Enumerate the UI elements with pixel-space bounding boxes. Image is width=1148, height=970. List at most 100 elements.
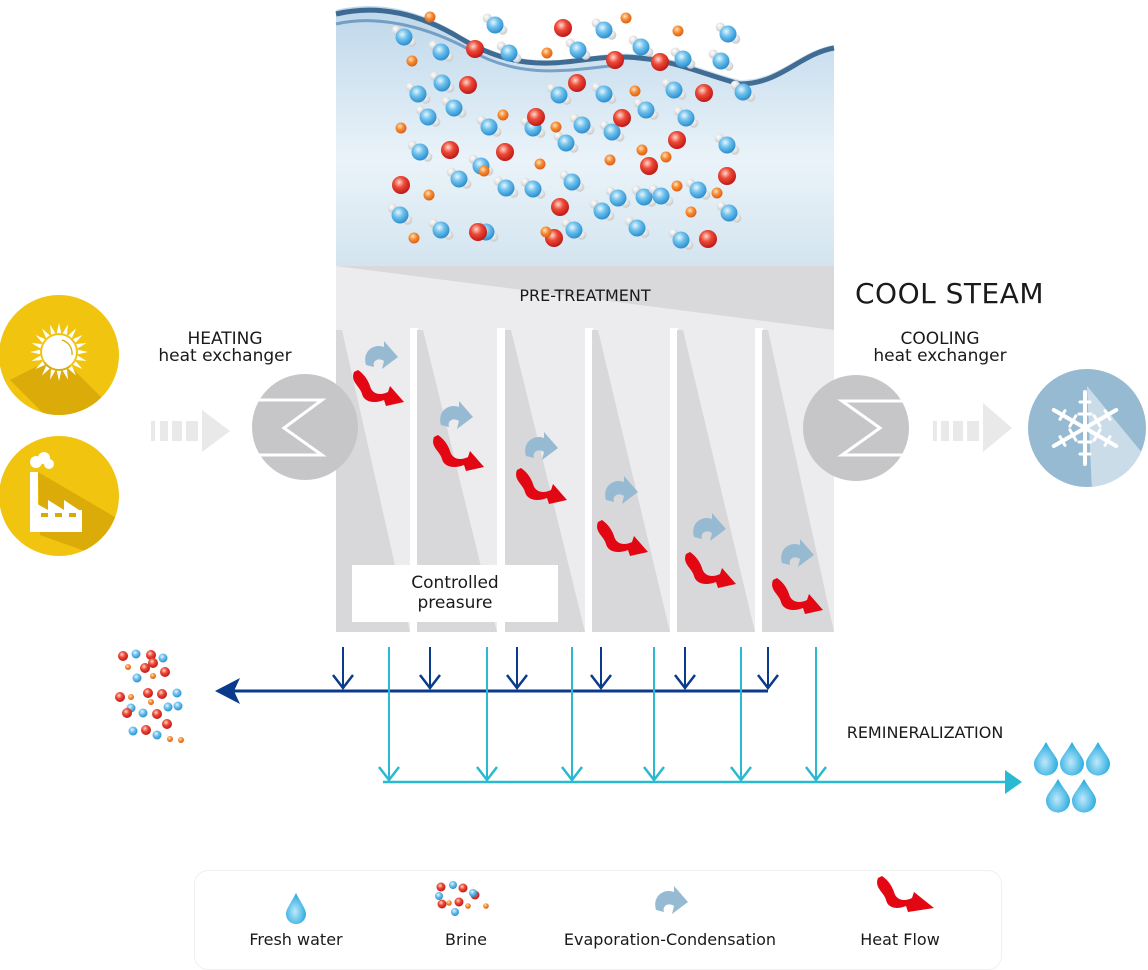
- brine-ion-orange: [478, 165, 490, 177]
- brine-particle-orange: [128, 694, 134, 700]
- brine-ion-red: [613, 109, 631, 127]
- water-molecule: [446, 167, 472, 189]
- water-molecule: [476, 115, 502, 137]
- page-title: COOL STEAM: [855, 277, 1045, 310]
- brine-ion-red: [392, 176, 410, 194]
- water-drop: [1086, 742, 1110, 776]
- controlled-pressure-label: Controlled preasure: [352, 565, 558, 622]
- brine-ion-red: [568, 74, 586, 92]
- water-molecule: [387, 203, 413, 225]
- brine-particle-blue: [152, 730, 162, 740]
- fresh-water-drain-arrowhead: [378, 766, 400, 783]
- brine-particle-red: [437, 899, 447, 909]
- brine-particle-blue: [131, 649, 141, 659]
- factory-icon: [0, 436, 119, 556]
- pressure-line2: preasure: [417, 593, 493, 613]
- snowflake-branch: [1058, 409, 1067, 421]
- sun-ray: [77, 349, 88, 355]
- sun-ray: [56, 323, 62, 334]
- fresh-water-drain-arrowhead: [643, 766, 665, 783]
- brine-ion-orange: [671, 180, 683, 192]
- brine-ion-orange: [660, 151, 672, 163]
- brine-particle-blue: [173, 701, 183, 711]
- snowflake-arm: [1051, 408, 1087, 430]
- brine-particle-blue: [128, 726, 138, 736]
- legend-label-brine: Brine: [445, 930, 487, 949]
- snowflake-branch: [1068, 428, 1078, 442]
- sun-ray: [50, 369, 56, 380]
- brine-particle-red: [115, 692, 125, 702]
- water-molecule: [624, 216, 650, 238]
- pretreatment-label: PRE-TREATMENT: [519, 286, 651, 305]
- water-molecule: [553, 131, 579, 153]
- sun-ray: [62, 324, 68, 335]
- brine-particle-orange: [483, 903, 489, 909]
- brine-ion-red: [527, 108, 545, 126]
- pressure-line1: Controlled: [411, 573, 499, 593]
- brine-particle-blue: [451, 908, 459, 916]
- water-molecule: [429, 71, 455, 93]
- brine-drain-arrowhead: [419, 674, 441, 691]
- brine-output-arrowhead: [215, 678, 240, 704]
- water-molecule: [668, 228, 694, 250]
- evaporation-condensation-icon: [605, 476, 638, 504]
- water-molecule: [605, 186, 631, 208]
- heating-heat-exchanger: [252, 374, 358, 480]
- sun-ray: [72, 334, 83, 343]
- sun-ray: [35, 334, 46, 343]
- brine-particle-red: [157, 689, 167, 699]
- legend-brine-icon: [435, 881, 489, 916]
- brine-ion-red: [606, 51, 624, 69]
- water-molecule: [599, 120, 625, 142]
- stage-shade: [417, 330, 497, 632]
- brine-particle-orange: [178, 737, 184, 743]
- water-molecule: [441, 96, 467, 118]
- sun-ray: [62, 369, 68, 380]
- sun-ray: [50, 324, 56, 335]
- water-molecule: [546, 83, 572, 105]
- snowflake-branch: [1068, 414, 1078, 428]
- brine-ion-orange: [497, 109, 509, 121]
- brine-particle-red: [143, 688, 153, 698]
- water-molecule: [685, 178, 711, 200]
- cooling-exchanger-label: COOLING heat exchanger: [860, 331, 1020, 365]
- brine-ion-orange: [534, 158, 546, 170]
- evaporation-condensation-icon: [365, 341, 398, 369]
- molecule-cluster: [387, 11, 756, 250]
- brine-particle-red: [141, 725, 151, 735]
- brine-ion-orange: [604, 154, 616, 166]
- legend-label-heat-flow: Heat Flow: [860, 930, 940, 949]
- heat-flow-icon: [597, 520, 648, 556]
- heat-flow-icon: [772, 578, 823, 614]
- brine-ion-red: [640, 157, 658, 175]
- water-molecule: [714, 133, 740, 155]
- water-molecule: [591, 18, 617, 40]
- water-molecule: [561, 218, 587, 240]
- evaporation-condensation-icon: [693, 513, 726, 541]
- sun-ray: [56, 370, 62, 381]
- sun-ray: [41, 328, 50, 339]
- water-molecule: [730, 80, 756, 102]
- stage-divider: [410, 328, 418, 632]
- brine-particle-orange: [148, 699, 154, 705]
- brine-particle-red: [454, 897, 464, 907]
- water-molecule: [670, 47, 696, 69]
- water-molecule: [661, 78, 687, 100]
- heating-label-line2: heat exchanger: [158, 346, 292, 366]
- water-molecule: [405, 82, 431, 104]
- snowflake-branch: [1092, 414, 1102, 428]
- brine-ion-orange: [423, 189, 435, 201]
- brine-particle-orange: [125, 664, 131, 670]
- brine-ion-orange: [672, 25, 684, 37]
- fresh-water-drain-arrowhead: [730, 766, 752, 783]
- legend-heat-flow-icon: [877, 876, 934, 912]
- snowflake-branch: [1103, 409, 1112, 421]
- stage-divider: [755, 328, 763, 632]
- brine-ion-orange: [711, 187, 723, 199]
- water-molecule: [648, 184, 674, 206]
- brine-ion-red: [699, 230, 717, 248]
- legend-label-fresh-water: Fresh water: [249, 930, 343, 949]
- fresh-water-drain-arrowhead: [805, 766, 827, 783]
- brine-ion-orange: [685, 206, 697, 218]
- fresh-water-drain-arrowhead: [476, 766, 498, 783]
